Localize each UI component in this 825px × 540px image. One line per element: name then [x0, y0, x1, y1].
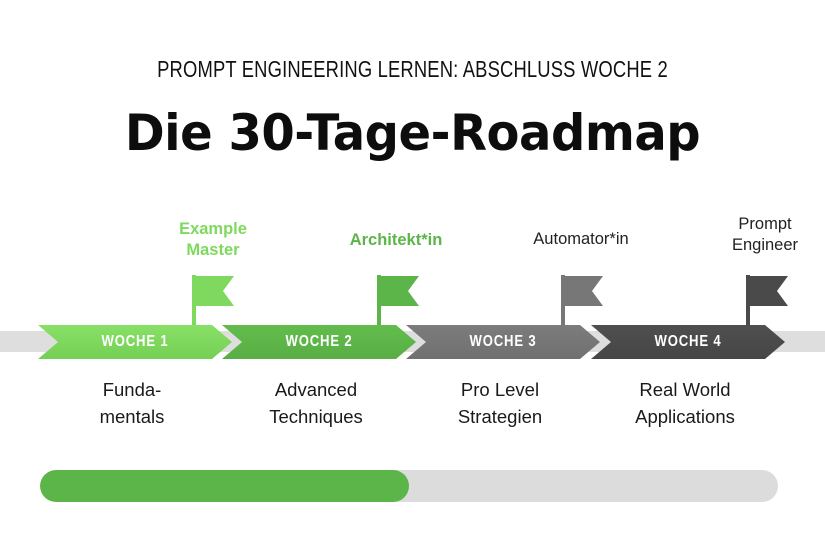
milestone-flag-week-4 [746, 275, 802, 333]
timeline-segment-week-2[interactable]: Woche 2 [222, 325, 416, 359]
phase-description-week-2: Advanced Techniques [269, 379, 363, 427]
timeline-segment-week-4[interactable]: Woche 4 [591, 325, 785, 359]
phase-description-week-4: Real World Applications [635, 379, 735, 427]
milestone-flag-week-2 [377, 275, 433, 333]
milestone-label-week-4: Prompt Engineer [731, 215, 799, 254]
slide-title: Die 30-Tage-Roadmap [124, 104, 701, 162]
timeline-segment-week-3[interactable]: Woche 3 [406, 325, 600, 359]
slide-eyebrow: Prompt Engineering lernen: Abschluss Woc… [157, 56, 668, 82]
timeline-segment-week-1[interactable]: Woche 1 [38, 325, 232, 359]
milestone-label-week-2: Architekt*in [349, 231, 443, 249]
milestone-label-week-1: Example Master [179, 220, 247, 259]
milestone-flag-week-3 [561, 275, 617, 333]
progress-bar-fill [40, 470, 409, 502]
phase-description-week-1: Funda- mentals [99, 379, 165, 427]
progress-bar-track [40, 470, 778, 502]
milestone-label-week-3: Automator*in [533, 230, 629, 248]
milestone-flag-week-1 [192, 275, 248, 333]
phase-description-week-3: Pro Level Strategien [457, 379, 543, 427]
